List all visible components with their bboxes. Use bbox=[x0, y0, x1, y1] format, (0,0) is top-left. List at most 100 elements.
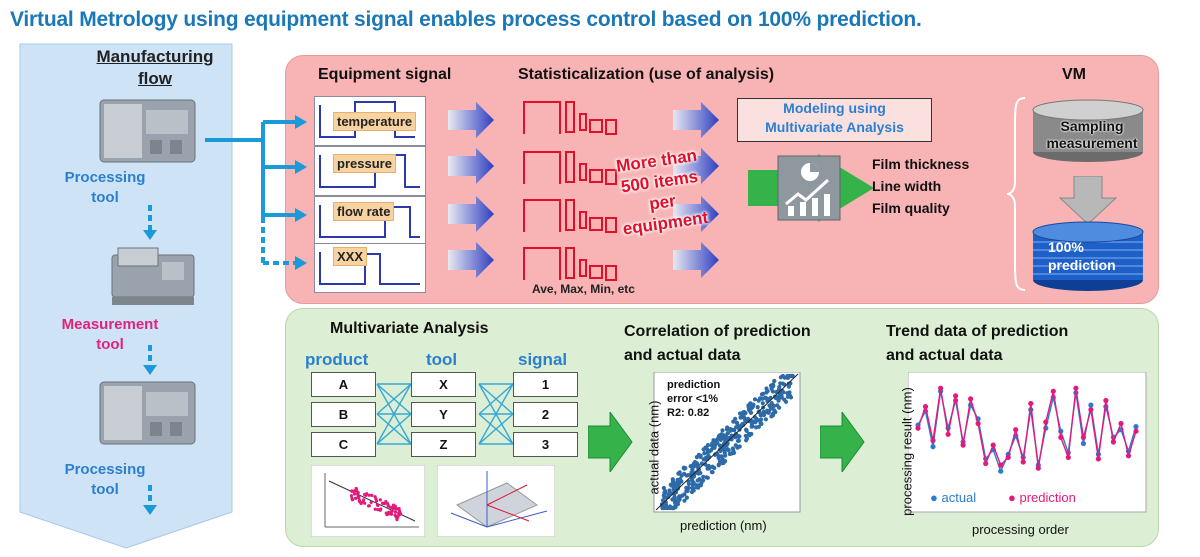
correlation-point bbox=[709, 448, 714, 453]
signal-cell-1: 1 bbox=[513, 372, 578, 397]
processing-tool-1-icon bbox=[99, 99, 196, 163]
correlation-point bbox=[695, 478, 700, 483]
tool1-line2: tool bbox=[91, 189, 119, 206]
vm-header: VM bbox=[1062, 66, 1086, 83]
correlation-point bbox=[710, 464, 715, 469]
correlation-point bbox=[787, 373, 792, 379]
correlation-point bbox=[705, 475, 710, 480]
correlation-point bbox=[727, 451, 732, 457]
correlation-point bbox=[667, 488, 672, 493]
correlation-point bbox=[761, 413, 766, 418]
trend-point-prediction bbox=[1013, 427, 1019, 433]
correlation-point bbox=[711, 438, 716, 443]
correlation-point bbox=[735, 438, 741, 443]
correlation-point bbox=[775, 403, 780, 408]
thumbnail-point bbox=[381, 501, 386, 505]
correlation-point bbox=[709, 469, 714, 475]
correlation-point bbox=[731, 419, 736, 424]
correlation-point bbox=[763, 417, 768, 422]
correlation-point bbox=[785, 391, 790, 396]
correlation-point bbox=[790, 373, 795, 379]
correlation-point bbox=[682, 498, 687, 503]
correlation-point bbox=[667, 505, 672, 511]
correlation-point bbox=[661, 485, 666, 491]
trend-point-prediction bbox=[945, 431, 951, 437]
correlation-point bbox=[698, 470, 703, 476]
thumbnail-point bbox=[363, 501, 367, 505]
prediction-line1: 100% bbox=[1048, 239, 1084, 255]
thumbnail-point bbox=[350, 489, 354, 493]
correlation-point bbox=[694, 483, 699, 488]
correlation-point bbox=[720, 459, 725, 464]
legend-actual-marker: ● bbox=[930, 490, 938, 505]
col-tool-header: tool bbox=[426, 350, 458, 369]
pca-thumbnail bbox=[437, 465, 555, 537]
correlation-point bbox=[751, 402, 756, 407]
correlation-point bbox=[755, 405, 760, 410]
correlation-point bbox=[758, 420, 763, 426]
col-product-header: product bbox=[305, 350, 369, 369]
thumbnail-point bbox=[396, 515, 400, 519]
thumbnail-point bbox=[384, 511, 388, 515]
flow-arrow-head-2 bbox=[143, 365, 157, 375]
correlation-point bbox=[716, 434, 721, 439]
statistics-shapes bbox=[523, 101, 617, 281]
correlation-point bbox=[682, 471, 687, 476]
vm-panel bbox=[285, 55, 1159, 304]
correlation-point bbox=[696, 463, 701, 468]
mva-connections bbox=[376, 383, 514, 445]
green-arrow-2 bbox=[820, 412, 865, 472]
processing-tool-2-label: Processing tool bbox=[55, 460, 155, 500]
legend-prediction-label: prediction bbox=[1019, 490, 1076, 505]
trend-chart bbox=[908, 372, 1147, 513]
correlation-point bbox=[705, 443, 711, 448]
corr-note-line1: prediction bbox=[667, 379, 721, 391]
correlation-point bbox=[756, 424, 761, 429]
correlation-point bbox=[741, 412, 746, 417]
thumbnail-point bbox=[378, 508, 383, 512]
correlation-point bbox=[752, 397, 758, 402]
signal-label-pressure: pressure bbox=[333, 154, 396, 173]
thumbnail-point bbox=[389, 505, 393, 509]
correlation-point bbox=[692, 460, 698, 465]
correlation-point bbox=[672, 485, 677, 490]
thumbnail-point bbox=[394, 507, 398, 511]
correlation-point bbox=[678, 478, 683, 483]
correlation-point bbox=[690, 465, 696, 470]
correlation-point bbox=[772, 378, 777, 384]
trend-point-prediction bbox=[1118, 420, 1124, 427]
correlation-point bbox=[712, 445, 717, 450]
trend-point-prediction bbox=[983, 460, 989, 467]
correlation-note: prediction error <1% R2: 0.82 bbox=[667, 378, 721, 420]
correlation-point bbox=[761, 391, 766, 396]
correlation-point bbox=[772, 408, 777, 413]
correlation-point bbox=[722, 448, 727, 453]
correlation-point bbox=[675, 482, 680, 487]
correlation-point bbox=[716, 455, 721, 460]
correlation-point bbox=[701, 478, 706, 483]
modeling-line2: Multivariate Analysis bbox=[765, 119, 904, 135]
correlation-point bbox=[663, 490, 668, 495]
signal-connectors bbox=[205, 115, 307, 270]
correlation-point bbox=[744, 428, 749, 433]
prediction-disk-icon bbox=[1032, 221, 1144, 291]
correlation-point bbox=[734, 420, 739, 425]
correlation-point bbox=[766, 409, 771, 414]
trend-point-prediction bbox=[1020, 459, 1026, 465]
trend-point-prediction bbox=[1035, 465, 1041, 471]
flow-heading-line1: Manufacturing bbox=[96, 47, 214, 66]
correlation-point bbox=[666, 492, 671, 497]
signal-cell-3: 3 bbox=[513, 432, 578, 457]
correlation-point bbox=[702, 451, 707, 456]
trend-point-prediction bbox=[1073, 385, 1079, 391]
thumbnail-point bbox=[369, 500, 373, 504]
correlation-point bbox=[760, 401, 765, 406]
trend-point-actual bbox=[1080, 440, 1086, 447]
correlation-point bbox=[720, 428, 725, 433]
correlation-point bbox=[696, 452, 701, 457]
correlation-point bbox=[746, 405, 752, 410]
correlation-point bbox=[761, 409, 766, 415]
correlation-point bbox=[690, 487, 696, 492]
thumbnail-point bbox=[388, 512, 392, 516]
trend-point-actual bbox=[998, 468, 1004, 474]
